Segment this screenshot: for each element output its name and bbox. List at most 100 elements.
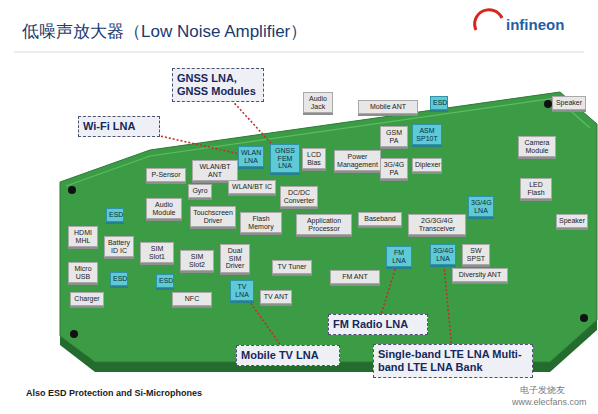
component-block: Audio Module (146, 198, 182, 219)
component-block: Gyro (188, 184, 212, 198)
component-label: Camera Module (521, 139, 553, 154)
component-label: Touchscreen Driver (193, 209, 233, 224)
component-label: P-Sensor (149, 171, 183, 179)
component-label: Battery ID IC (107, 239, 131, 254)
component-block: Speaker (556, 214, 588, 228)
component-label: TV Tuner (275, 263, 309, 271)
component-label: LED Flash (523, 181, 549, 196)
component-label: WLAN LNA (241, 149, 261, 164)
component-block: Flash Memory (240, 212, 282, 233)
component-label: Diversity ANT (455, 271, 505, 279)
component-label: 3G/4G LNA (433, 247, 453, 262)
component-label: FM ANT (333, 273, 377, 281)
component-block: Touchscreen Driver (190, 206, 236, 227)
slide-title: 低噪声放大器（Low Noise Amplifier） (22, 20, 307, 43)
component-block: Speaker (552, 96, 586, 110)
watermark: www.elecfans.com (512, 397, 587, 407)
component-label: 3G/4G LNA (471, 199, 491, 214)
component-block: TV ANT (260, 290, 292, 304)
component-label: GNSS FEM LNA (273, 147, 297, 170)
component-label: FM LNA (389, 249, 409, 264)
component-block: HDMI MHL (68, 226, 98, 247)
component-label: Application Processor (299, 217, 349, 232)
header-rule (14, 52, 584, 53)
component-block: GSM PA (380, 126, 408, 147)
component-block: LED Flash (520, 178, 552, 199)
lna-chip: WLAN LNA (238, 146, 264, 167)
component-block: FM ANT (330, 270, 380, 284)
component-block: NFC (172, 292, 212, 306)
lna-chip: ASM SP10T (412, 124, 442, 145)
callout-text: Mobile TV LNA (241, 349, 335, 362)
component-block: 3G/4G PA (380, 158, 408, 179)
component-block: LCD Bias (302, 148, 326, 169)
lna-chip: 3G/4G LNA (468, 196, 494, 217)
callout-text: GNSS LNA, GNSS Modules (177, 72, 259, 98)
callout-box: Wi-Fi LNA (78, 116, 160, 137)
component-label: WLAN/BT ANT (195, 163, 235, 178)
component-label: Mobile ANT (361, 103, 415, 111)
leader-line (161, 136, 237, 153)
component-block: Battery ID IC (104, 236, 134, 257)
component-label: LCD Bias (305, 151, 323, 166)
component-label: Speaker (559, 217, 585, 225)
lna-chip: ESD (156, 274, 174, 288)
pcb-board (60, 92, 597, 362)
lna-chip: 3G/4G LNA (430, 244, 456, 265)
component-label: Charger (73, 295, 101, 303)
component-label: ESD (159, 277, 171, 285)
watermark: 电子发烧友 (520, 384, 565, 397)
component-label: NFC (175, 295, 209, 303)
component-label: Audio Module (149, 201, 179, 216)
component-block: Diversity ANT (452, 268, 508, 282)
mount-hole (70, 330, 78, 338)
component-label: SW SPST (465, 247, 487, 262)
leader-line (444, 266, 451, 343)
component-label: Dual SIM Driver (223, 247, 247, 270)
component-block: Diplexer (412, 158, 442, 172)
component-label: Flash Memory (243, 215, 279, 230)
component-block: Audio Jack (303, 92, 333, 113)
callout-box: Single-band LTE LNA Multi-band LTE LNA B… (373, 344, 533, 378)
component-block: WLAN/BT ANT (192, 160, 238, 181)
component-block: TV Tuner (272, 260, 312, 274)
component-block: SIM Slot1 (140, 242, 174, 263)
component-label: WLAN/BT IC (231, 183, 273, 191)
component-block: WLAN/BT IC (228, 180, 276, 194)
mount-hole (580, 314, 588, 322)
component-block: Camera Module (518, 136, 556, 157)
lna-chip: TV LNA (230, 280, 254, 301)
logo-arc (475, 10, 502, 30)
leader-line (250, 302, 279, 344)
component-label: Speaker (555, 99, 583, 107)
callout-box: Mobile TV LNA (236, 345, 340, 366)
component-block: Mobile ANT (358, 100, 418, 114)
component-label: GSM PA (383, 129, 405, 144)
lna-chip: ESD (110, 272, 128, 286)
component-label: ESD (113, 275, 125, 283)
component-label: Gyro (191, 187, 209, 195)
component-block: SIM Slot2 (180, 250, 214, 271)
component-label: ESD (109, 211, 121, 219)
component-block: 2G/3G/4G Transceiver (408, 214, 466, 235)
component-block: Application Processor (296, 214, 352, 235)
component-label: HDMI MHL (71, 229, 95, 244)
component-label: TV LNA (233, 283, 251, 298)
component-label: DC/DC Converter (283, 189, 315, 204)
component-block: P-Sensor (146, 168, 186, 182)
lna-chip: ESD (106, 208, 124, 222)
component-block: DC/DC Converter (280, 186, 318, 207)
mount-hole (68, 186, 76, 194)
leader-line (382, 268, 396, 313)
callout-text: FM Radio LNA (333, 318, 423, 331)
component-label: 3G/4G PA (383, 161, 405, 176)
component-label: ASM SP10T (415, 127, 439, 142)
component-label: 2G/3G/4G Transceiver (411, 217, 463, 232)
leader-line (235, 103, 271, 143)
lna-chip: ESD (430, 96, 448, 110)
component-label: Baseband (361, 215, 399, 223)
component-label: Audio Jack (306, 95, 330, 110)
component-label: TV ANT (263, 293, 289, 301)
